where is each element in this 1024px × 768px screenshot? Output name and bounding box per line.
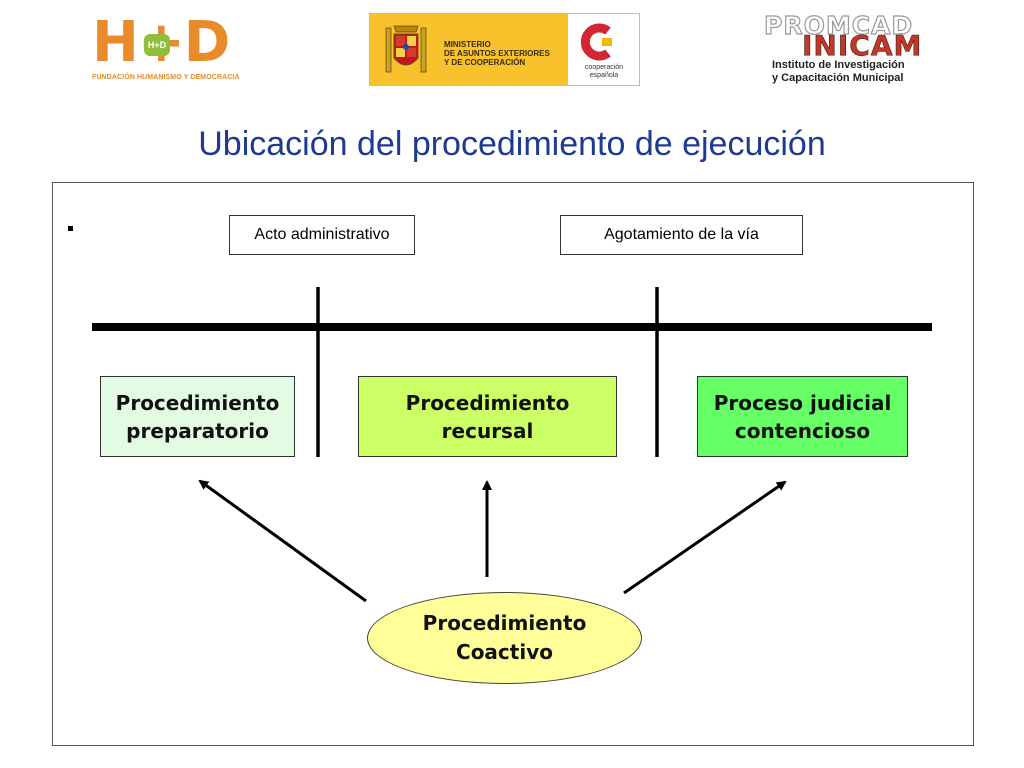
cooperacion-espanola-icon bbox=[580, 23, 612, 61]
cooperacion-line-1: cooperación bbox=[584, 64, 624, 71]
procedimiento-coactivo-ellipse: Procedimiento Coactivo bbox=[367, 592, 642, 684]
promcad-inicam-logo: PROMCAD INICAM Instituto de Investigació… bbox=[763, 11, 944, 92]
contencioso-line-2: contencioso bbox=[734, 418, 871, 443]
cooperacion-line-2: española bbox=[589, 72, 619, 79]
ministerio-logo: MINISTERIO DE ASUNTOS EXTERIORES Y DE CO… bbox=[369, 13, 640, 86]
inicam-institute-text: Instituto de Investigación y Capacitació… bbox=[772, 59, 905, 85]
ministerio-line-1: MINISTERIO bbox=[444, 40, 491, 49]
ministerio-line-3: Y DE COOPERACIÓN bbox=[444, 58, 526, 67]
procedimiento-recursal-box: Procedimiento recursal bbox=[358, 376, 617, 457]
coactivo-line-1: Procedimiento bbox=[422, 611, 587, 635]
recursal-line-1: Procedimiento bbox=[405, 390, 570, 415]
recursal-line-2: recursal bbox=[441, 418, 534, 443]
proceso-judicial-contencioso-box: Proceso judicial contencioso bbox=[697, 376, 908, 457]
ministerio-line-2: DE ASUNTOS EXTERIORES bbox=[444, 49, 550, 58]
hd-foundation-logo: H+D H+D FUNDACIÓN HUMANISMO Y DEMOCRACIA bbox=[88, 12, 248, 88]
diagram-frame bbox=[52, 182, 974, 746]
cooperacion-espanola-text: cooperación española bbox=[568, 64, 640, 80]
coactivo-line-2: Coactivo bbox=[456, 640, 553, 664]
bullet-marker bbox=[68, 226, 73, 231]
hd-logo-badge: H+D bbox=[144, 34, 170, 56]
preparatorio-line-1: Procedimiento bbox=[115, 390, 280, 415]
page-title: Ubicación del procedimiento de ejecución bbox=[198, 125, 826, 163]
institute-line-2: y Capacitación Municipal bbox=[772, 72, 904, 84]
promcad-wordmark: PROMCAD bbox=[763, 11, 914, 40]
acto-administrativo-label: Acto administrativo bbox=[229, 215, 415, 255]
procedimiento-preparatorio-box: Procedimiento preparatorio bbox=[100, 376, 295, 457]
hd-logo-caption: FUNDACIÓN HUMANISMO Y DEMOCRACIA bbox=[92, 74, 240, 81]
ministerio-logo-text: MINISTERIO DE ASUNTOS EXTERIORES Y DE CO… bbox=[444, 40, 550, 67]
contencioso-line-1: Proceso judicial bbox=[713, 390, 892, 415]
spain-coat-of-arms-icon bbox=[385, 25, 427, 73]
inicam-wordmark: INICAM bbox=[802, 29, 923, 62]
institute-line-1: Instituto de Investigación bbox=[772, 59, 905, 71]
preparatorio-line-2: preparatorio bbox=[126, 418, 269, 443]
agotamiento-de-la-via-label: Agotamiento de la vía bbox=[560, 215, 803, 255]
